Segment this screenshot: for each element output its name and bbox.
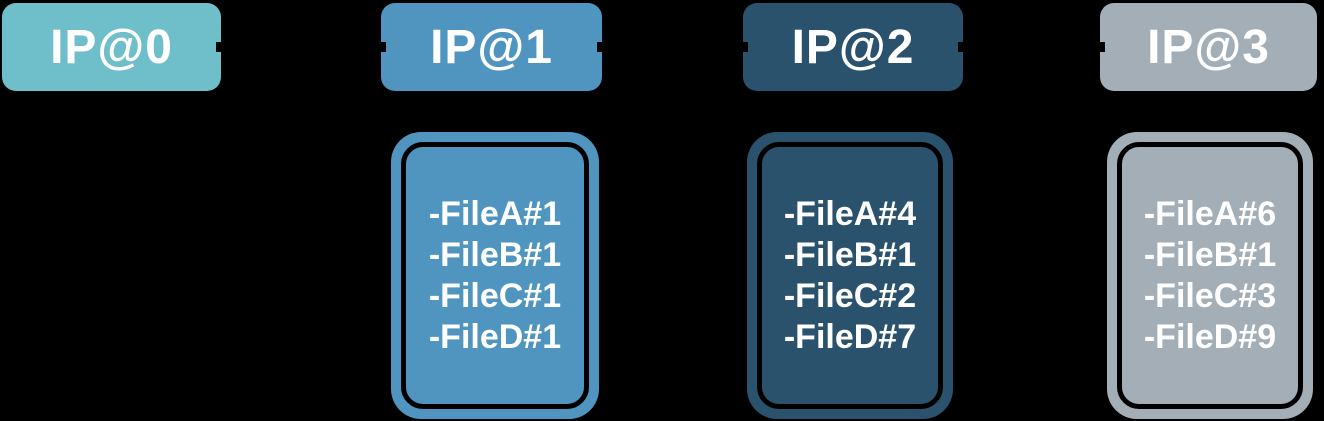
- file-card-ip3: -FileA#6 -FileB#1 -FileC#3 -FileD#9: [1107, 132, 1313, 419]
- file-card-ip1: -FileA#1 -FileB#1 -FileC#1 -FileD#1: [391, 132, 599, 419]
- file-entry: -FileD#7: [783, 317, 917, 356]
- header-label-ip1: IP@1: [430, 20, 553, 74]
- header-pill-ip1: IP@1: [381, 3, 602, 91]
- file-entry: -FileD#1: [428, 317, 562, 356]
- file-entry: -FileC#1: [428, 276, 562, 315]
- header-label-ip0: IP@0: [50, 20, 173, 74]
- file-entry: -FileA#1: [428, 194, 562, 233]
- header-pill-ip2: IP@2: [743, 3, 963, 91]
- file-list-ip2: -FileA#4 -FileB#1 -FileC#2 -FileD#7: [784, 194, 916, 358]
- file-list-ip1: -FileA#1 -FileB#1 -FileC#1 -FileD#1: [429, 194, 561, 358]
- header-label-ip3: IP@3: [1147, 20, 1270, 74]
- file-entry: -FileB#1: [428, 235, 562, 274]
- file-entry: -FileD#9: [1143, 317, 1277, 356]
- header-pill-ip3: IP@3: [1100, 3, 1317, 91]
- file-list-ip3: -FileA#6 -FileB#1 -FileC#3 -FileD#9: [1144, 194, 1276, 358]
- file-card-ip2: -FileA#4 -FileB#1 -FileC#2 -FileD#7: [747, 132, 953, 419]
- file-entry: -FileA#4: [783, 194, 917, 233]
- file-entry: -FileC#3: [1143, 276, 1277, 315]
- arrow-connector-ip1-ip2: [597, 42, 748, 52]
- file-entry: -FileA#6: [1143, 194, 1277, 233]
- file-entry: -FileC#2: [783, 276, 917, 315]
- arrow-connector-ip2-ip3: [958, 42, 1105, 52]
- arrow-connector-ip0-ip1: [216, 42, 386, 52]
- file-entry: -FileB#1: [783, 235, 917, 274]
- header-pill-ip0: IP@0: [2, 3, 221, 91]
- header-label-ip2: IP@2: [791, 20, 915, 74]
- file-entry: -FileB#1: [1143, 235, 1277, 274]
